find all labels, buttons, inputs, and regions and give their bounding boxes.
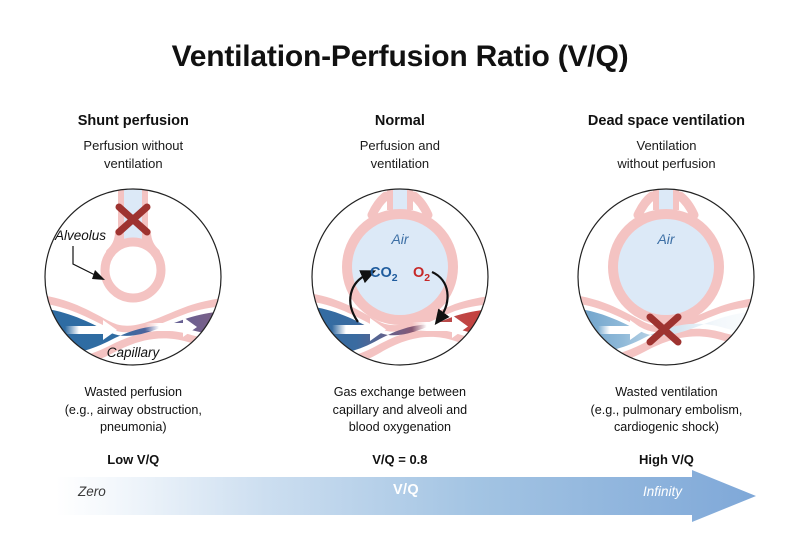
panel-vq-dead-space: High V/Q (639, 452, 694, 468)
panel-columns: Shunt perfusion Perfusion without ventil… (0, 112, 800, 467)
airway-tube (386, 189, 413, 211)
vq-scale-arrow: Zero V/Q Infinity (56, 470, 756, 522)
panel-caption-dead-space-line2: (e.g., pulmonary embolism, (590, 402, 743, 417)
scale-label-center: V/Q (393, 482, 419, 498)
panel-caption-shunt-line3: pneumonia) (100, 419, 167, 434)
panel-subtitle-shunt-line1: Perfusion without (83, 138, 184, 154)
alveolus-sac (341, 191, 458, 326)
co2-label: CO2 (370, 265, 398, 284)
figure-shunt: Alveolus Capillary (44, 188, 222, 366)
figure-dead-space: Air (577, 188, 756, 366)
shunt-circle-content (45, 189, 222, 366)
panel-subtitle-shunt: Perfusion without ventilation (83, 137, 183, 172)
panel-vq-normal: V/Q = 0.8 (372, 452, 428, 468)
panel-subtitle-normal-line2: ventilation (370, 155, 430, 171)
scale-arrow-body (56, 470, 756, 522)
alveolus-label: Alveolus (54, 228, 106, 243)
alveolus-leader-line (72, 246, 106, 281)
panel-caption-dead-space-line1: Wasted ventilation (615, 385, 718, 400)
panel-title-shunt: Shunt perfusion (77, 113, 189, 129)
panel-caption-normal: Gas exchange between capillary and alveo… (333, 384, 467, 436)
panel-circle-outline (44, 188, 222, 366)
panel-subtitle-normal-line1: Perfusion and (359, 138, 440, 154)
panel-caption-normal-line3: blood oxygenation (348, 419, 451, 434)
o2-label: O2 (413, 265, 430, 284)
panel-normal: Normal Perfusion and ventilation (267, 112, 534, 467)
co2-diffusion-arrow (349, 270, 376, 323)
blood-flow-arrows (331, 315, 468, 342)
panel-circle-outline (577, 188, 756, 366)
page-title: Ventilation-Perfusion Ratio (V/Q) (171, 40, 629, 73)
panel-subtitle-shunt-line2: ventilation (104, 155, 163, 171)
panel-caption-shunt: Wasted perfusion (e.g., airway obstructi… (65, 384, 202, 436)
vq-scale-arrow-shape (56, 470, 756, 522)
air-label: Air (657, 231, 676, 247)
blood-flow-arrows (65, 317, 198, 341)
panel-title-normal: Normal (374, 113, 425, 129)
co2-label-sub: 2 (392, 272, 398, 284)
scale-label-zero: Zero (78, 484, 106, 499)
panel-circle-outline (311, 188, 489, 366)
air-label: Air (390, 231, 409, 247)
panel-dead-space: Dead space ventilation Ventilation witho… (533, 112, 800, 467)
capillary-label: Capillary (107, 345, 161, 360)
panel-subtitle-dead-space: Ventilation without perfusion (617, 137, 715, 172)
figure-normal: Air CO2 O2 (311, 188, 489, 366)
panel-subtitle-dead-space-line1: Ventilation (636, 138, 697, 154)
co2-label-text: CO (370, 265, 392, 281)
airway-tube (653, 189, 680, 211)
o2-diffusion-arrow (431, 271, 450, 326)
panel-subtitle-normal: Perfusion and ventilation (360, 137, 440, 172)
panel-caption-shunt-line1: Wasted perfusion (84, 385, 183, 400)
panel-subtitle-dead-space-line2: without perfusion (617, 155, 716, 171)
scale-label-infinity: Infinity (642, 484, 682, 499)
panel-title-dead-space: Dead space ventilation (587, 113, 746, 129)
panel-shunt: Shunt perfusion Perfusion without ventil… (0, 112, 267, 467)
panel-caption-dead-space: Wasted ventilation (e.g., pulmonary embo… (591, 384, 743, 436)
alveolus-sac (608, 191, 725, 326)
panel-caption-dead-space-line3: cardiogenic shock) (613, 419, 719, 434)
panel-caption-shunt-line2: (e.g., airway obstruction, (64, 402, 202, 417)
o2-label-text: O (413, 265, 424, 281)
airway-block-x-icon (115, 203, 151, 236)
perfusion-block-x-icon (646, 313, 682, 346)
dead-space-circle-content (578, 189, 755, 366)
blood-flow-arrows (598, 320, 645, 341)
o2-label-sub: 2 (424, 272, 430, 284)
panel-caption-normal-line1: Gas exchange between (333, 385, 467, 400)
panel-caption-normal-line2: capillary and alveoli and (332, 402, 468, 417)
panel-vq-shunt: Low V/Q (107, 452, 160, 468)
normal-circle-content (311, 189, 488, 366)
